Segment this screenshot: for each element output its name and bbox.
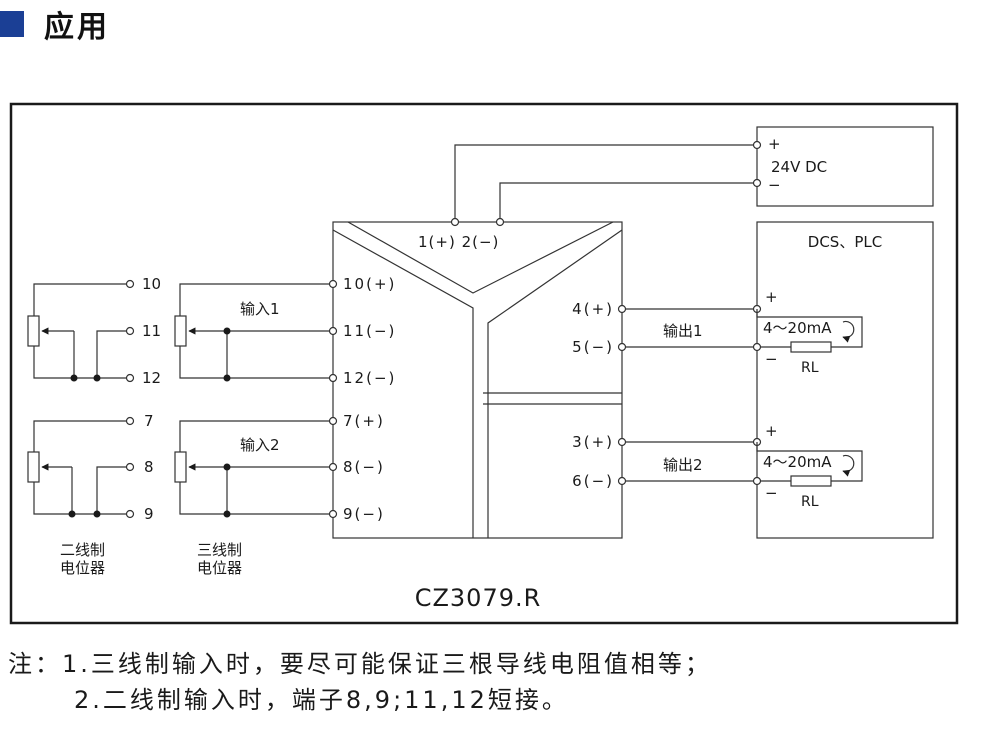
two-wire-caption-line1: 二线制 xyxy=(60,541,105,559)
pot1-terminal-10: 10 xyxy=(142,275,161,293)
pot2-terminal-7: 7 xyxy=(144,412,154,430)
supply-wire-minus xyxy=(499,182,753,222)
pot2-terminal-9: 9 xyxy=(144,505,154,523)
loop2-plus: + xyxy=(765,422,778,440)
input-terminals: 10(+) 11(−) 12(−) 7(+) 8(−) 9(−) xyxy=(328,275,396,523)
supply-wire-plus xyxy=(454,144,753,222)
notes: 注：1.三线制输入时，要尽可能保证三根导线电阻值相等； 2.二线制输入时，端子8… xyxy=(8,646,712,718)
terminal-9-label: 9(−) xyxy=(343,505,385,523)
model-label: CZ3079.R xyxy=(415,584,542,612)
junction-dot xyxy=(223,327,231,335)
terminal-7-label: 7(+) xyxy=(343,412,385,430)
terminal-12-label: 12(−) xyxy=(343,369,396,387)
terminal-6-label: 6(−) xyxy=(572,472,614,490)
output-wiring xyxy=(626,308,753,482)
pot1-terminal-12: 12 xyxy=(142,369,161,387)
note-line-2: 2.二线制输入时，端子8,9;11,12短接。 xyxy=(74,686,569,714)
three-wire-potentiometer-1 xyxy=(174,283,329,379)
two-wire-terminals-2: 7 8 9 xyxy=(68,412,154,523)
power-supply-box: + 24V DC − xyxy=(752,126,934,207)
power-plus-label: + xyxy=(768,135,781,153)
three-wire-caption-line2: 电位器 xyxy=(197,559,242,577)
output2-label: 输出2 xyxy=(663,456,703,474)
dcs-title: DCS、PLC xyxy=(808,233,882,251)
output1-label: 输出1 xyxy=(663,322,703,340)
power-voltage-label: 24V DC xyxy=(771,158,827,176)
output-terminals: 4(+) 5(−) 3(+) 6(−) xyxy=(572,300,627,490)
junction-dot xyxy=(223,463,231,471)
power-minus-label: − xyxy=(768,176,781,194)
power-terminal-labels: 1(+) 2(−) xyxy=(418,233,499,251)
current-loop-1: + 4～20mA − RL xyxy=(756,288,863,376)
dcs-plc-box: DCS、PLC xyxy=(752,221,934,539)
section-title: 应用 xyxy=(44,10,110,45)
junction-dot xyxy=(223,510,231,518)
terminal-10-label: 10(+) xyxy=(343,275,396,293)
terminal-11-label: 11(−) xyxy=(343,322,396,340)
heading-bullet-icon xyxy=(0,11,24,37)
pot2-terminal-8: 8 xyxy=(144,458,154,476)
three-wire-potentiometer-2 xyxy=(174,420,329,515)
terminal-4-label: 4(+) xyxy=(572,300,614,318)
two-wire-potentiometer-1 xyxy=(27,283,126,379)
load-resistor-1 xyxy=(790,341,832,353)
loop1-plus: + xyxy=(765,288,778,306)
loop2-rl: RL xyxy=(801,494,819,510)
loop1-rl: RL xyxy=(801,360,819,376)
loop1-current-label: 4～20mA xyxy=(763,319,832,337)
three-wire-caption-line1: 三线制 xyxy=(197,541,242,559)
terminal-5-label: 5(−) xyxy=(572,338,614,356)
terminal-8-label: 8(−) xyxy=(343,458,385,476)
loop1-minus: − xyxy=(765,350,778,368)
input2-label: 输入2 xyxy=(240,436,280,454)
section-heading: 应用 xyxy=(0,4,110,45)
two-wire-terminals-1: 10 11 12 xyxy=(70,275,161,387)
loop2-current-label: 4～20mA xyxy=(763,453,832,471)
junction-dot xyxy=(223,374,231,382)
current-loop-2: + 4～20mA − RL xyxy=(756,422,863,510)
load-resistor-2 xyxy=(790,475,832,487)
note-line-1: 注：1.三线制输入时，要尽可能保证三根导线电阻值相等； xyxy=(8,650,712,678)
input1-label: 输入1 xyxy=(240,300,280,318)
outer-frame xyxy=(9,102,959,625)
pot1-terminal-11: 11 xyxy=(142,322,161,340)
terminal-3-label: 3(+) xyxy=(572,433,614,451)
two-wire-caption-line2: 电位器 xyxy=(60,559,105,577)
wiring-diagram: + 24V DC − 1(+) 2(−) 10(+) 11(−) 12(−) 7… xyxy=(9,102,959,625)
two-wire-potentiometer-2 xyxy=(27,420,126,515)
loop2-minus: − xyxy=(765,484,778,502)
